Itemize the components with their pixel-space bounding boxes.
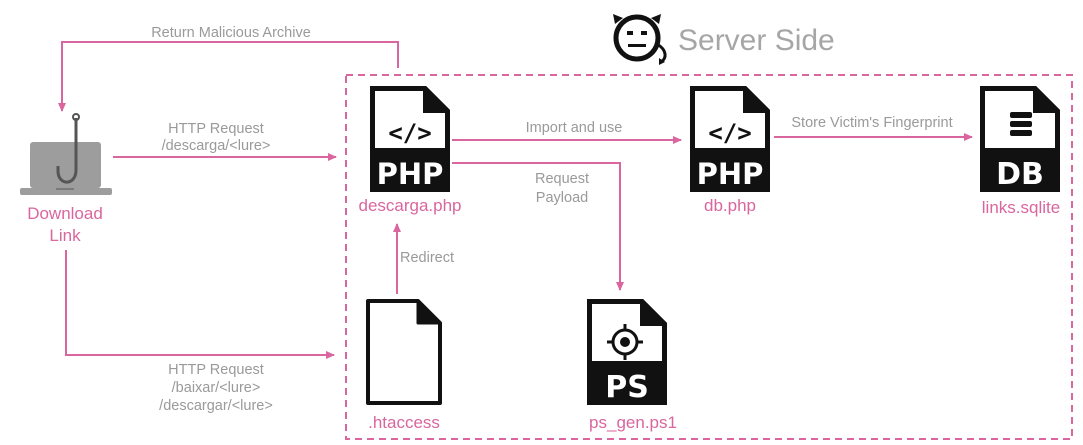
svg-text:PHP: PHP [697, 157, 764, 191]
arrow-label: HTTP Request [168, 362, 264, 378]
arrow-return-archive [58, 41, 399, 112]
arrow-label: HTTP Request [168, 121, 264, 137]
arrow-label: /descarga/<lure> [162, 138, 271, 154]
crosshair-icon [607, 324, 643, 360]
arrow-label: Request [535, 171, 589, 187]
arrow-label: Store Victim's Fingerprint [791, 115, 952, 131]
php-file-icon: </> PHP [370, 86, 450, 192]
page-title: Server Side [678, 24, 835, 57]
client-label: Link [49, 226, 81, 245]
svg-text:</>: </> [388, 119, 431, 147]
arrow-label: Payload [536, 190, 588, 206]
file-name: db.php [704, 196, 756, 215]
svg-text:DB: DB [996, 157, 1044, 192]
server-side-boundary [345, 74, 1073, 440]
file-name: descarga.php [358, 196, 461, 215]
arrow-request-payload [452, 162, 624, 291]
arrow-label: /baixar/<lure> [172, 380, 261, 396]
file-name: links.sqlite [982, 198, 1060, 217]
database-file-icon: DB [980, 86, 1060, 192]
arrow-label: /descargar/<lure> [159, 398, 273, 414]
laptop-phishing-hook-icon [20, 113, 112, 195]
powershell-file-icon: PS [587, 299, 667, 405]
blank-file-icon [366, 299, 442, 405]
svg-text:PHP: PHP [377, 157, 444, 191]
php-file-icon: </> PHP [690, 86, 770, 192]
arrow-label: Import and use [526, 120, 623, 136]
client-label: Download [27, 204, 103, 223]
arrow-label: Return Malicious Archive [151, 25, 311, 41]
arrow-label: Redirect [400, 250, 454, 266]
devil-face-icon [613, 14, 667, 65]
svg-text:PS: PS [605, 370, 649, 405]
arrow-http-request-baixar [65, 250, 335, 359]
svg-text:</>: </> [708, 119, 751, 147]
file-name: .htaccess [368, 413, 440, 432]
file-name: ps_gen.ps1 [589, 413, 677, 432]
